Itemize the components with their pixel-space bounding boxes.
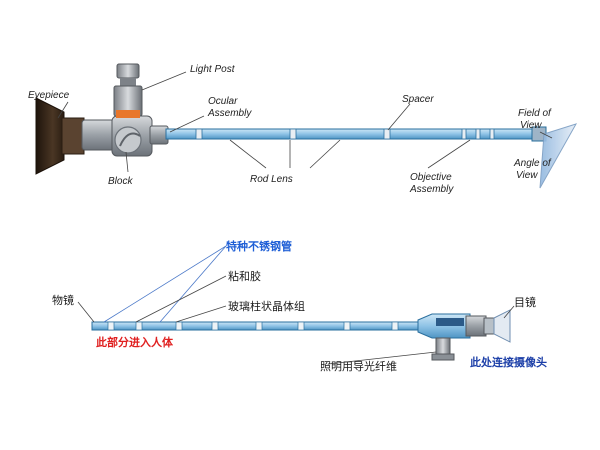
rod-segment	[297, 321, 305, 331]
rod-segment	[135, 321, 143, 331]
label-light-post: Light Post	[190, 64, 236, 75]
eyepiece-ring	[61, 117, 85, 155]
label-special-steel-tube: 特种不锈钢管	[226, 239, 292, 253]
shaft-collar	[149, 125, 169, 145]
label-angle-of-view-2: View	[516, 170, 538, 181]
light-guide-cap	[431, 353, 455, 361]
spacer	[289, 128, 297, 140]
bottom-endoscope: 特种不锈钢管 粘和胶 物镜 玻璃柱状晶体组 此部分进入人体 目镜 照明用导光纤维…	[52, 239, 547, 373]
rod-segment	[343, 321, 351, 331]
rod-segment	[255, 321, 263, 331]
light-post-top	[116, 63, 140, 79]
label-objective-lens: 物镜	[52, 293, 74, 307]
label-field-of-view-2: View	[520, 120, 542, 131]
label-insertion-part: 此部分进入人体	[96, 335, 174, 349]
rod-segment	[107, 321, 115, 331]
label-light-guide-fiber: 照明用导光纤维	[320, 359, 397, 373]
label-ocular-assembly-2: Assembly	[207, 108, 252, 119]
top-endoscope: Eyepiece Light Post Ocular Assembly Spac…	[28, 63, 578, 195]
label-eyepiece-zh: 目镜	[514, 295, 536, 309]
label-glass-rod-lens-group: 玻璃柱状晶体组	[228, 299, 305, 313]
glass-rod-segments	[107, 321, 399, 331]
rod-segment	[391, 321, 399, 331]
label-objective-assembly-1: Objective	[410, 172, 452, 183]
ocular-body	[81, 119, 117, 151]
spacer	[475, 128, 481, 140]
rod-lens-shaft	[165, 128, 539, 140]
label-camera-connection: 此处连接摄像头	[470, 355, 547, 369]
eyepiece-cone	[493, 309, 511, 343]
body-ring	[483, 317, 495, 335]
spacer	[489, 128, 495, 140]
light-guide-post	[435, 337, 451, 357]
eyepiece-cup	[35, 97, 65, 175]
rod-segment	[211, 321, 219, 331]
rod-segment	[175, 321, 183, 331]
spacers	[195, 128, 495, 140]
light-post-neck	[120, 78, 136, 86]
label-eyepiece: Eyepiece	[28, 90, 70, 101]
label-angle-of-view-1: Angle of	[513, 158, 552, 169]
field-of-view-cone	[539, 123, 578, 189]
body-inner	[436, 318, 464, 326]
label-rod-lens: Rod Lens	[250, 174, 293, 185]
label-spacer: Spacer	[402, 94, 434, 105]
label-objective-assembly-2: Assembly	[409, 184, 454, 195]
block-circle	[114, 126, 142, 154]
body-band	[465, 315, 487, 337]
label-adhesive: 粘和胶	[228, 269, 261, 283]
label-block: Block	[108, 176, 133, 187]
light-post-glow	[116, 110, 140, 118]
label-field-of-view-1: Field of	[518, 108, 552, 119]
spacer	[461, 128, 467, 140]
spacer	[195, 128, 203, 140]
spacer	[383, 128, 391, 140]
label-ocular-assembly-1: Ocular	[208, 96, 238, 107]
